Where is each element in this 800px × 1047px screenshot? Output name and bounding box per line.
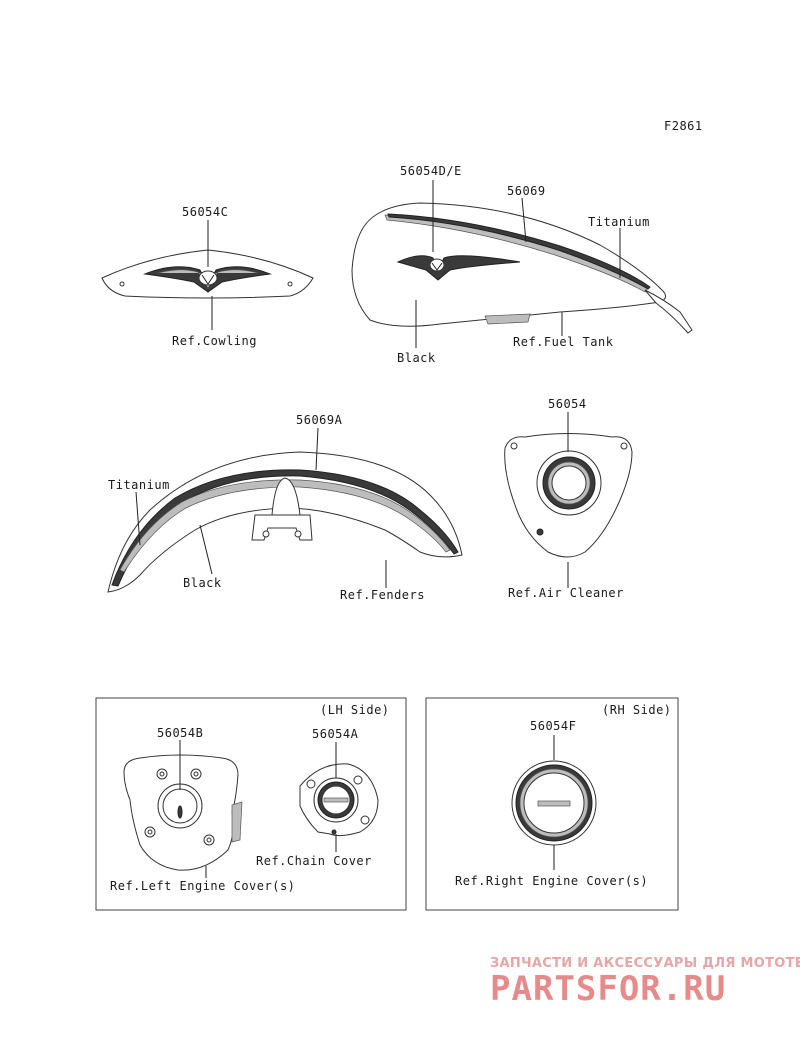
chain-cover-emblem: [313, 777, 359, 823]
lh-side-box: (LH Side) 56054B Ref.Left Engine Cover(s…: [95, 697, 407, 911]
figure-id: F2861: [664, 119, 703, 133]
fender-bracket: [251, 514, 313, 541]
left-engine-emblem-part-no: 56054B: [157, 726, 203, 740]
tank-stripe-part-no: 56069: [507, 184, 546, 198]
fuel-tank-body: [351, 202, 666, 327]
left-engine-ref: Ref.Left Engine Cover(s): [110, 879, 295, 893]
cowling-emblem-part-no: 56054C: [182, 205, 228, 219]
fender-group: 56069A Titanium Black Ref.Fenders: [107, 413, 463, 602]
air-cleaner-group: 56054 Ref.Air Cleaner: [504, 397, 633, 600]
lh-box-title: (LH Side): [320, 703, 390, 717]
right-engine-emblem-part-no: 56054F: [530, 719, 576, 733]
watermark-brand: PARTSFOR.RU: [490, 969, 726, 1009]
air-cleaner-round-emblem: [536, 450, 602, 516]
watermark-tagline: ЗАПЧАСТИ И АКСЕССУАРЫ ДЛЯ МОТОТЕХНИКИ: [490, 956, 800, 971]
fender-stripe-color: Titanium: [108, 478, 170, 492]
fender-stripe: [111, 469, 459, 587]
chain-cover-ref: Ref.Chain Cover: [256, 854, 372, 868]
fender-stripe-part-no: 56069A: [296, 413, 343, 427]
cowling-group: 56054C Ref.Cowling: [101, 205, 314, 348]
tank-emblem-part-no: 56054D/E: [400, 164, 462, 178]
fender-ref: Ref.Fenders: [340, 588, 425, 602]
watermark: ЗАПЧАСТИ И АКСЕССУАРЫ ДЛЯ МОТОТЕХНИКИ PA…: [490, 956, 800, 1009]
rh-side-box: (RH Side) 56054F Ref.Right Engine Cover(…: [425, 697, 679, 911]
chain-cover-emblem-part-no: 56054A: [312, 727, 359, 741]
tank-v-emblem: [396, 255, 521, 281]
tank-color: Black: [397, 351, 436, 365]
cowling-v-emblem: [143, 266, 272, 293]
rh-box-title: (RH Side): [602, 703, 672, 717]
right-engine-ref: Ref.Right Engine Cover(s): [455, 874, 648, 888]
fender-color: Black: [183, 576, 222, 590]
right-engine-emblem: [511, 760, 597, 846]
cowling-ref: Ref.Cowling: [172, 334, 257, 348]
tank-stripe-color: Titanium: [588, 215, 650, 229]
left-engine-emblem: [157, 783, 203, 829]
air-cleaner-ref: Ref.Air Cleaner: [508, 586, 624, 600]
air-cleaner-emblem-part-no: 56054: [548, 397, 587, 411]
fuel-tank-group: 56054D/E 56069 Titanium Black Ref.Fuel T…: [351, 164, 693, 365]
tank-ref: Ref.Fuel Tank: [513, 335, 614, 349]
